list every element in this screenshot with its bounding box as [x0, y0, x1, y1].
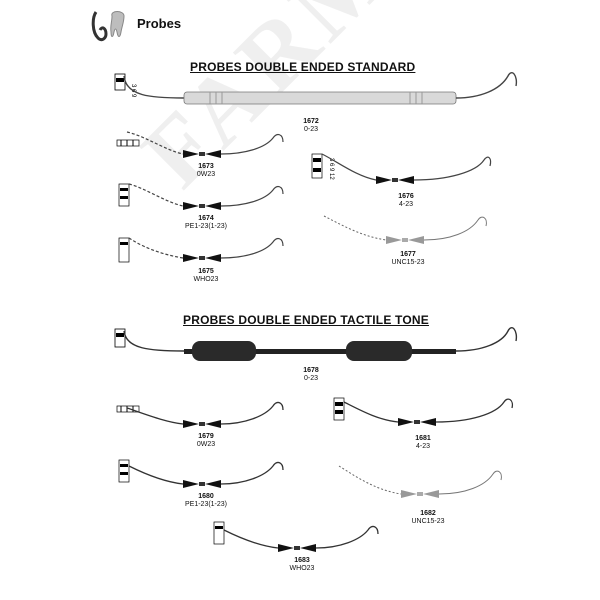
probe-image-1674	[118, 183, 284, 210]
product-code-1674: 1674	[198, 215, 214, 222]
product-code-1683: 1683	[294, 557, 310, 564]
probe-image-1683	[213, 521, 379, 552]
probe-image-1675	[118, 237, 284, 263]
svg-text:3 6 9 12: 3 6 9 12	[328, 158, 334, 180]
product-code-1681: 1681	[415, 435, 431, 442]
product-name-1682: UNC15-23	[411, 518, 445, 525]
product-name-1681: 4-23	[415, 443, 430, 450]
product-code-1672: 1672	[303, 118, 319, 125]
probe-image-1681	[333, 397, 514, 426]
product-code-1682: 1682	[420, 510, 436, 517]
probe-image-1680	[118, 459, 284, 488]
product-name-1672: 0-23	[303, 126, 318, 133]
product-code-1675: 1675	[198, 268, 214, 275]
product-name-1676: 4-23	[398, 201, 413, 208]
product-code-1679: 1679	[198, 433, 214, 440]
product-name-1678: 0-23	[303, 375, 318, 382]
product-code-1673: 1673	[198, 163, 214, 170]
product-name-1680: PE1-23(1-23)	[184, 501, 228, 508]
product-name-1673: 0W23	[196, 171, 216, 178]
section-title-tactile: PROBES DOUBLE ENDED TACTILE TONE	[183, 313, 429, 327]
tooth-logo-icon	[91, 11, 125, 42]
probe-image-1672: 3 6 9	[114, 72, 518, 105]
probe-image-1677	[323, 215, 487, 244]
product-name-1679: 0W23	[196, 441, 216, 448]
product-code-1680: 1680	[198, 493, 214, 500]
probe-image-1673	[116, 131, 284, 158]
probe-image-1676: 3 6 9 12	[311, 153, 492, 184]
page-title: Probes	[137, 16, 182, 31]
product-name-1683: WHO23	[289, 565, 315, 572]
product-name-1674: PE1-23(1-23)	[184, 223, 228, 230]
product-code-1677: 1677	[400, 251, 416, 258]
product-code-1676: 1676	[398, 193, 414, 200]
product-name-1677: UNC15-23	[391, 259, 425, 266]
product-name-1675: WHO23	[193, 276, 219, 283]
product-code-1678: 1678	[303, 367, 319, 374]
probe-image-1678	[114, 327, 518, 361]
section-title-standard: PROBES DOUBLE ENDED STANDARD	[190, 60, 416, 74]
probe-image-1682	[338, 465, 502, 498]
probe-image-1679	[116, 401, 284, 428]
